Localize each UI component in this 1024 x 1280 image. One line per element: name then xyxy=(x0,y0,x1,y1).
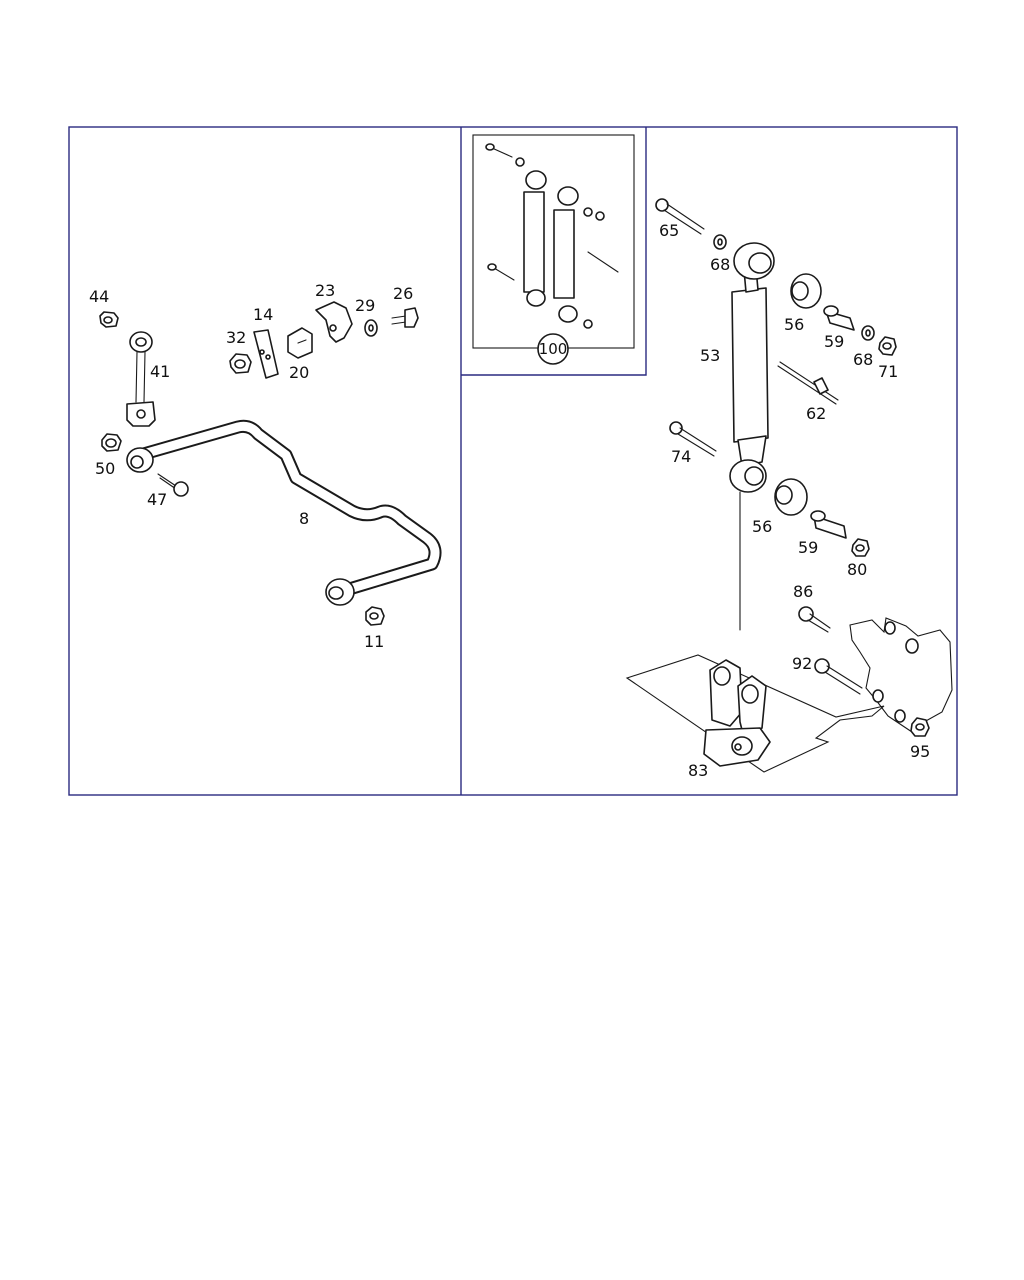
part-95-nut xyxy=(910,717,930,737)
label-part-86: 86 xyxy=(793,582,813,601)
label-part-23: 23 xyxy=(315,281,335,300)
part-59-sleeve-top xyxy=(823,305,855,331)
label-part-47: 47 xyxy=(147,490,167,509)
kit-callout-circle xyxy=(537,333,569,365)
label-part-8: 8 xyxy=(299,509,309,528)
label-part-41: 41 xyxy=(150,362,170,381)
label-part-92: 92 xyxy=(792,654,812,673)
part-labels: 44 41 50 47 8 11 14 32 20 23 29 26 100 6… xyxy=(89,221,930,780)
label-part-95: 95 xyxy=(910,742,930,761)
label-part-53: 53 xyxy=(700,346,720,365)
label-part-26: 26 xyxy=(393,284,413,303)
part-11-nut xyxy=(365,606,385,626)
label-part-80: 80 xyxy=(847,560,867,579)
label-part-68-top: 68 xyxy=(710,255,730,274)
part-56-bushing-bottom xyxy=(774,478,808,516)
part-59-sleeve-bottom xyxy=(810,510,847,539)
label-part-56-bottom: 56 xyxy=(752,517,772,536)
label-part-29: 29 xyxy=(355,296,375,315)
label-part-74: 74 xyxy=(671,447,691,466)
part-14-plate xyxy=(253,329,279,379)
part-68-washer-top xyxy=(713,234,727,250)
part-20-rubber-mount xyxy=(287,327,313,359)
part-32-nut xyxy=(229,353,252,374)
label-part-65: 65 xyxy=(659,221,679,240)
label-part-32: 32 xyxy=(226,328,246,347)
label-part-59-top: 59 xyxy=(824,332,844,351)
part-8-stabilizer-bar xyxy=(126,419,442,606)
part-71-nut xyxy=(878,336,897,356)
part-68-washer-right xyxy=(861,325,875,341)
label-part-50: 50 xyxy=(95,459,115,478)
label-part-11: 11 xyxy=(364,632,384,651)
part-47-bolt xyxy=(157,473,189,497)
part-50-nut xyxy=(101,433,122,452)
label-part-62: 62 xyxy=(806,404,826,423)
part-74-bolt xyxy=(669,421,717,457)
label-part-100: 100 xyxy=(539,340,568,358)
part-53-shock-absorber xyxy=(729,242,775,493)
label-part-59-bottom: 59 xyxy=(798,538,818,557)
part-80-nut xyxy=(851,538,870,557)
label-part-68-right: 68 xyxy=(853,350,873,369)
part-86-bolt xyxy=(798,606,831,633)
part-26-bolt xyxy=(391,307,419,328)
label-part-56-top: 56 xyxy=(784,315,804,334)
diagram-frames xyxy=(68,126,958,796)
part-62-stud xyxy=(777,361,839,405)
part-29-washer xyxy=(364,319,378,337)
part-65-bolt xyxy=(655,198,705,235)
part-56-bushing-top xyxy=(790,273,822,309)
label-part-71: 71 xyxy=(878,362,898,381)
part-92-bolt xyxy=(814,658,863,695)
kit-inset-frame xyxy=(461,127,647,376)
part-44-nut xyxy=(99,311,119,328)
label-part-44: 44 xyxy=(89,287,109,306)
label-part-14: 14 xyxy=(253,305,273,324)
part-41-link xyxy=(126,331,156,427)
part-23-bracket xyxy=(315,301,353,343)
stabilizer-assembly xyxy=(99,301,442,626)
shock-absorber-assembly xyxy=(625,198,953,773)
outer-frame xyxy=(68,126,958,796)
shock-absorber-kit xyxy=(485,143,619,365)
part-83-lower-bracket xyxy=(625,654,885,773)
label-part-83: 83 xyxy=(688,761,708,780)
axle-housing xyxy=(849,617,953,737)
label-part-20: 20 xyxy=(289,363,309,382)
